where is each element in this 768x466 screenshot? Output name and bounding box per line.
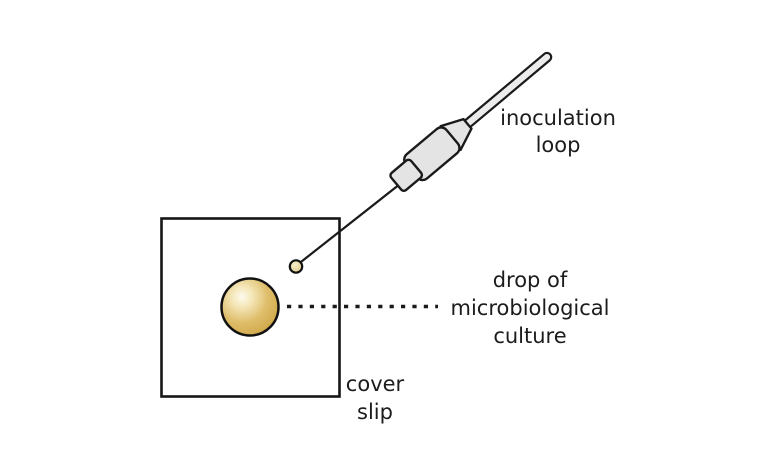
inoculation-loop-label: inoculation loop <box>500 106 616 157</box>
cover-slip-label: cover slip <box>345 372 405 424</box>
inoculation-loop-handle <box>389 51 553 192</box>
loop-wire <box>298 183 401 265</box>
culture-drop <box>220 277 280 337</box>
culture-drop-label: drop of microbiological culture <box>450 268 610 348</box>
loop-ring <box>288 259 304 274</box>
handle-ferrule <box>389 158 424 192</box>
